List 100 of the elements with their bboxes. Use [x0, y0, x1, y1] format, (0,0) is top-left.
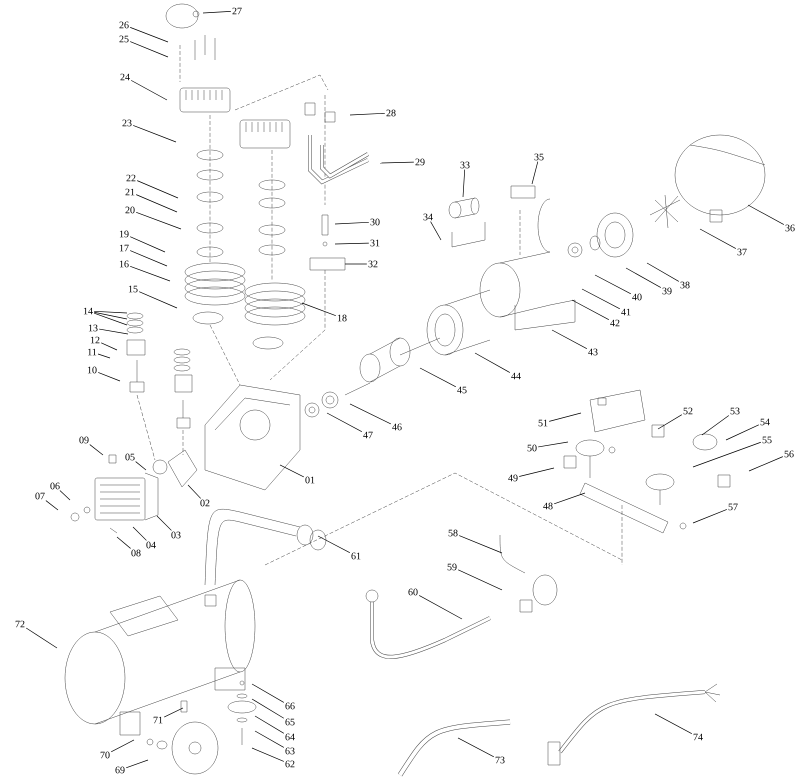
callout-number: 71	[154, 716, 162, 724]
callout-number: 55	[762, 436, 772, 444]
leader-line	[98, 328, 128, 334]
leader-line	[126, 760, 148, 768]
callout-number: 52	[684, 408, 692, 414]
callout-number: 72	[16, 620, 24, 628]
leader-line	[130, 236, 166, 252]
leader-line	[462, 169, 466, 198]
callout-number: 64	[285, 734, 295, 740]
leader-line	[46, 500, 58, 510]
callout-number: 06	[50, 482, 60, 490]
callout-number: 28	[386, 110, 396, 116]
callout-number: 24	[120, 74, 130, 80]
leader-line	[702, 415, 730, 436]
leader-line	[135, 461, 146, 470]
callout-number: 45	[457, 386, 467, 394]
callout-number: 57	[728, 504, 738, 510]
leader-line	[654, 714, 692, 734]
callout-number: 29	[415, 158, 425, 166]
leader-line	[692, 509, 728, 524]
leader-line	[130, 80, 168, 100]
callout-number: 63	[285, 748, 295, 754]
callout-number: 43	[588, 348, 598, 356]
callout-number: 39	[662, 288, 672, 294]
leader-line	[132, 125, 176, 142]
leader-line	[430, 221, 442, 240]
leader-line	[98, 354, 110, 358]
callout-number: 14	[84, 308, 93, 314]
leader-line	[692, 442, 762, 468]
callout-number: 47	[363, 432, 373, 438]
callout-number: 16	[120, 260, 129, 268]
callout-number: 26	[119, 22, 129, 28]
callout-number: 31	[370, 240, 380, 246]
leader-line	[98, 372, 120, 382]
callout-number: 37	[738, 248, 747, 256]
leader-line	[136, 212, 182, 230]
callout-number: 13	[88, 324, 98, 332]
leader-line	[552, 330, 588, 350]
leader-line	[748, 204, 784, 225]
leader-line	[89, 444, 104, 456]
leader-line	[458, 569, 502, 590]
leader-line	[658, 414, 682, 430]
callout-number: 65	[285, 718, 295, 726]
leader-line	[280, 464, 304, 478]
callout-number: 59	[448, 564, 457, 570]
leader-line	[164, 708, 184, 718]
leader-line	[116, 536, 131, 549]
callout-number: 25	[119, 36, 129, 42]
leader-line	[94, 310, 128, 326]
leader-line	[418, 595, 462, 620]
callout-number: 15	[128, 286, 138, 292]
callout-number: 02	[200, 500, 210, 506]
leader-line	[130, 266, 170, 282]
leader-line	[136, 194, 178, 212]
callout-number: 10	[88, 366, 97, 374]
leader-line	[130, 41, 168, 58]
leader-line	[626, 268, 662, 288]
callout-number: 11	[88, 348, 96, 356]
callout-number: 69	[115, 766, 125, 774]
leader-line	[538, 442, 568, 448]
callout-number: 54	[760, 418, 770, 426]
callout-number: 62	[285, 760, 294, 768]
callout-number: 07	[35, 492, 45, 500]
leader-line	[582, 288, 620, 310]
callout-number: 40	[632, 294, 642, 300]
callout-number: 12	[90, 336, 100, 344]
callout-number: 70	[100, 752, 110, 758]
leader-line	[110, 740, 134, 752]
leader-line	[202, 11, 232, 14]
callout-number: 01	[305, 476, 314, 484]
leader-line	[318, 536, 350, 554]
callout-number: 22	[126, 174, 136, 182]
leader-line	[554, 492, 586, 504]
leader-line	[726, 424, 760, 440]
callout-number: 34	[424, 214, 433, 220]
leader-line	[136, 180, 178, 198]
leader-line	[594, 274, 632, 294]
leader-line	[132, 526, 147, 541]
leader-line	[572, 300, 610, 320]
leader-line	[156, 516, 172, 531]
callout-number: 38	[680, 282, 690, 288]
leader-line	[518, 468, 554, 477]
leader-line	[474, 352, 510, 373]
leader-line	[350, 112, 386, 116]
callout-number: 51	[538, 420, 548, 426]
leader-line	[252, 748, 284, 762]
leader-line	[252, 698, 284, 719]
callout-number: 35	[534, 154, 544, 160]
callout-number: 36	[786, 224, 795, 232]
leader-line	[130, 27, 168, 42]
callout-number: 27	[232, 8, 242, 14]
callout-number: 21	[125, 188, 134, 196]
callout-number: 44	[511, 372, 521, 380]
leader-line	[380, 162, 414, 164]
callout-number: 20	[125, 206, 135, 214]
callout-number: 41	[621, 308, 630, 316]
callout-number: 74	[694, 734, 703, 740]
leader-line	[700, 228, 736, 249]
callout-number: 53	[730, 408, 740, 414]
leader-line	[252, 684, 284, 703]
